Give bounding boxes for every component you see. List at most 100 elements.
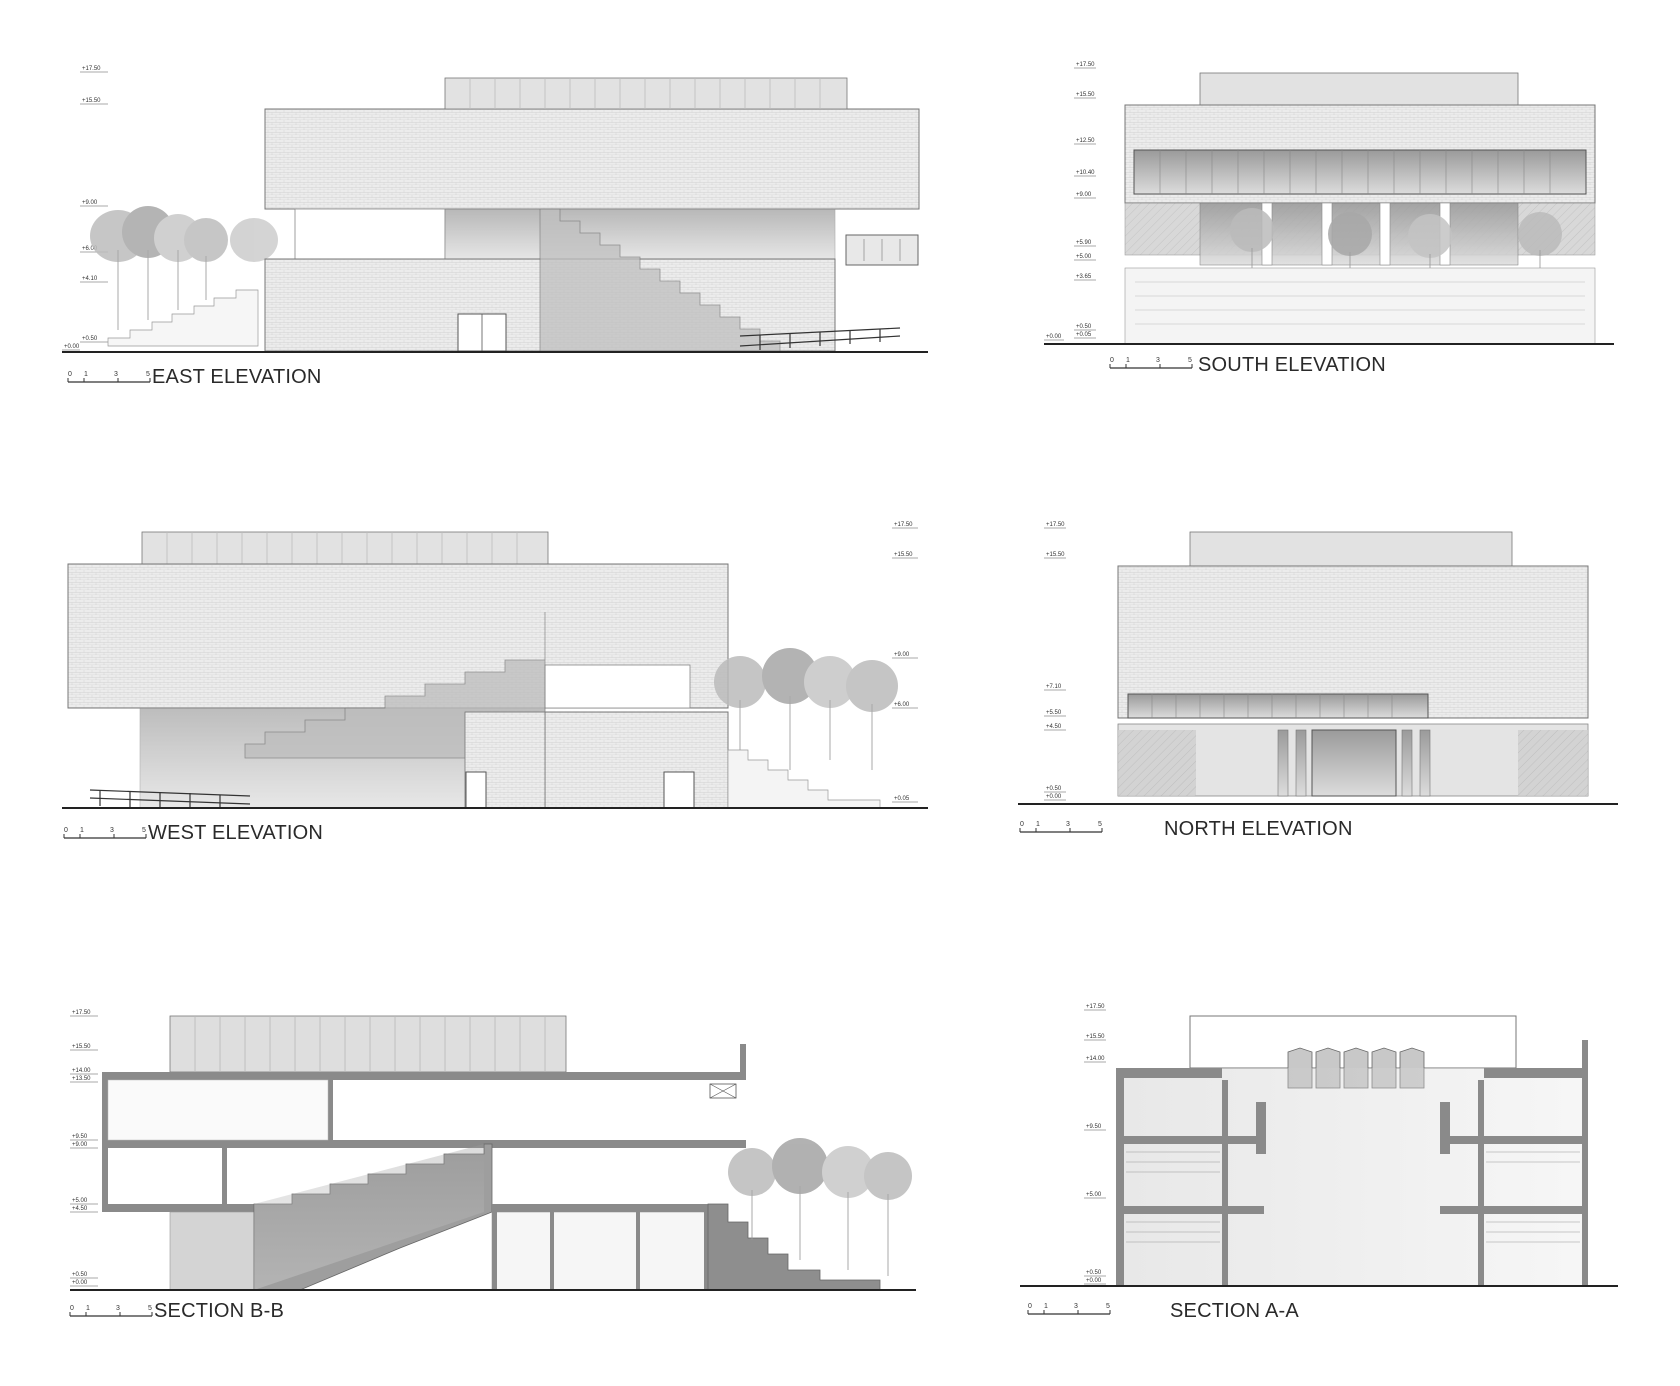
section-bb-drawing: +17.50 +15.50 +14.00 +13.50 +9.50 +9.00 … <box>69 1010 916 1317</box>
north-elevation-drawing: +17.50 +15.50 +7.10 +5.50 +4.50 +0.50 +0… <box>1018 522 1618 833</box>
south-tiered-seating <box>1124 267 1596 345</box>
north-elevation-title: NORTH ELEVATION <box>1164 818 1353 840</box>
east-elevation-title: EAST ELEVATION <box>152 366 322 388</box>
west-void <box>544 664 691 709</box>
west-scale-bar: 0 1 3 5 <box>63 827 147 839</box>
north-clerestory <box>1189 531 1513 567</box>
south-level-10: +0.00 <box>1046 334 1062 340</box>
bb-scale-bar: 0 1 3 5 <box>69 1305 153 1317</box>
scale-tick-3: 3 <box>1074 1303 1078 1310</box>
aa-interior <box>1120 1068 1586 1286</box>
south-level-5: +5.90 <box>1076 240 1092 246</box>
west-steps <box>727 749 881 809</box>
north-level-marks: +17.50 +15.50 +7.10 +5.50 +4.50 +0.50 +0… <box>1044 522 1066 801</box>
south-elevation-title: SOUTH ELEVATION <box>1198 354 1386 376</box>
north-ribbon-window <box>1127 693 1429 719</box>
east-upper-volume <box>264 108 920 210</box>
east-glazing <box>444 208 836 260</box>
section-bb-level-marks: +17.50 +15.50 +14.00 +13.50 +9.50 +9.00 … <box>70 1010 98 1287</box>
scale-tick-3: 3 <box>114 371 118 378</box>
west-door-2 <box>663 771 695 809</box>
section-aa: +17.50 +15.50 +14.00 +9.50 +5.00 +0.50 +… <box>1020 940 1680 1360</box>
east-elevation-drawing: +17.50 +15.50 +9.00 +6.00 +4.10 +0.50 +0… <box>62 66 928 383</box>
bb-level-1: +15.50 <box>72 1044 91 1050</box>
east-void <box>294 208 446 260</box>
north-upper-volume <box>1117 565 1589 719</box>
west-trees <box>714 648 898 770</box>
scale-tick-0: 0 <box>1110 357 1114 364</box>
west-level-2: +9.00 <box>894 652 910 658</box>
scale-tick-1: 1 <box>80 827 84 834</box>
scale-tick-5: 5 <box>1098 821 1102 828</box>
west-ramp-railing <box>89 789 251 808</box>
north-level-6: +0.00 <box>1046 794 1062 800</box>
scale-tick-0: 0 <box>70 1305 74 1312</box>
bb-lower-glazing <box>169 1211 261 1291</box>
scale-tick-1: 1 <box>1036 821 1040 828</box>
east-clerestory <box>444 77 848 110</box>
north-level-0: +17.50 <box>1046 522 1065 528</box>
scale-tick-5: 5 <box>1188 357 1192 364</box>
scale-tick-3: 3 <box>1156 357 1160 364</box>
bb-level-7: +4.50 <box>72 1206 88 1212</box>
east-level-6: +0.00 <box>64 344 80 350</box>
south-scale-bar: 0 1 3 5 <box>1109 357 1193 369</box>
west-door-1 <box>465 771 487 809</box>
section-bb: +17.50 +15.50 +14.00 +13.50 +9.50 +9.00 … <box>0 940 940 1360</box>
east-ramp-railing <box>739 327 901 350</box>
bb-clerestory <box>169 1015 567 1073</box>
north-level-1: +15.50 <box>1046 552 1065 558</box>
east-level-5: +0.50 <box>82 336 98 342</box>
scale-tick-3: 3 <box>110 827 114 834</box>
aa-level-0: +17.50 <box>1086 1004 1105 1010</box>
east-level-marks: +17.50 +15.50 +9.00 +6.00 +4.10 +0.50 +0… <box>62 66 108 351</box>
south-level-2: +12.50 <box>1076 138 1095 144</box>
bb-lower-rooms <box>491 1211 709 1291</box>
west-clerestory <box>141 531 549 565</box>
aa-level-2: +14.00 <box>1086 1056 1105 1062</box>
bb-level-0: +17.50 <box>72 1010 91 1016</box>
bb-level-5: +9.00 <box>72 1142 88 1148</box>
south-elevation-drawing: +17.50 +15.50 +12.50 +10.40 +9.00 +5.90 … <box>1044 62 1614 369</box>
south-level-4: +9.00 <box>1076 192 1092 198</box>
aa-structure <box>1116 1040 1588 1286</box>
south-level-3: +10.40 <box>1076 170 1095 176</box>
north-level-5: +0.50 <box>1046 786 1062 792</box>
scale-tick-5: 5 <box>1106 1303 1110 1310</box>
west-elevation-drawing: +17.50 +15.50 +9.00 +6.00 +0.05 <box>62 522 928 839</box>
south-elevation: +17.50 +15.50 +12.50 +10.40 +9.00 +5.90 … <box>1030 0 1680 400</box>
west-elevation: +17.50 +15.50 +9.00 +6.00 +0.05 <box>0 460 940 860</box>
north-entrance <box>1311 729 1397 797</box>
scale-tick-5: 5 <box>142 827 146 834</box>
scale-tick-0: 0 <box>68 371 72 378</box>
bb-level-2: +14.00 <box>72 1068 91 1074</box>
south-level-8: +0.50 <box>1076 324 1092 330</box>
scale-tick-1: 1 <box>84 371 88 378</box>
west-level-4: +0.05 <box>894 796 910 802</box>
north-level-4: +4.50 <box>1046 724 1062 730</box>
east-trees <box>90 206 278 330</box>
south-level-1: +15.50 <box>1076 92 1095 98</box>
west-lower-volume <box>544 711 729 809</box>
south-level-0: +17.50 <box>1076 62 1095 68</box>
north-elevation: +17.50 +15.50 +7.10 +5.50 +4.50 +0.50 +0… <box>1018 460 1680 860</box>
scale-tick-1: 1 <box>86 1305 90 1312</box>
south-level-7: +3.65 <box>1076 274 1092 280</box>
section-aa-drawing: +17.50 +15.50 +14.00 +9.50 +5.00 +0.50 +… <box>1020 1004 1618 1315</box>
east-steps <box>107 289 259 347</box>
aa-scale-bar: 0 1 3 5 <box>1027 1303 1111 1315</box>
south-level-6: +5.00 <box>1076 254 1092 260</box>
east-clerestory-fins <box>469 78 821 109</box>
south-clerestory <box>1199 72 1519 106</box>
bb-level-8: +0.50 <box>72 1272 88 1278</box>
scale-tick-0: 0 <box>64 827 68 834</box>
east-elevation: +17.50 +15.50 +9.00 +6.00 +4.10 +0.50 +0… <box>0 0 940 400</box>
east-level-0: +17.50 <box>82 66 101 72</box>
aa-level-6: +0.00 <box>1086 1278 1102 1284</box>
scale-tick-0: 0 <box>1020 821 1024 828</box>
north-scale-bar: 0 1 3 5 <box>1019 821 1103 833</box>
east-level-4: +4.10 <box>82 276 98 282</box>
section-aa-level-marks: +17.50 +15.50 +14.00 +9.50 +5.00 +0.50 +… <box>1084 1004 1106 1285</box>
aa-shelving <box>1126 1151 1580 1243</box>
aa-level-5: +0.50 <box>1086 1270 1102 1276</box>
